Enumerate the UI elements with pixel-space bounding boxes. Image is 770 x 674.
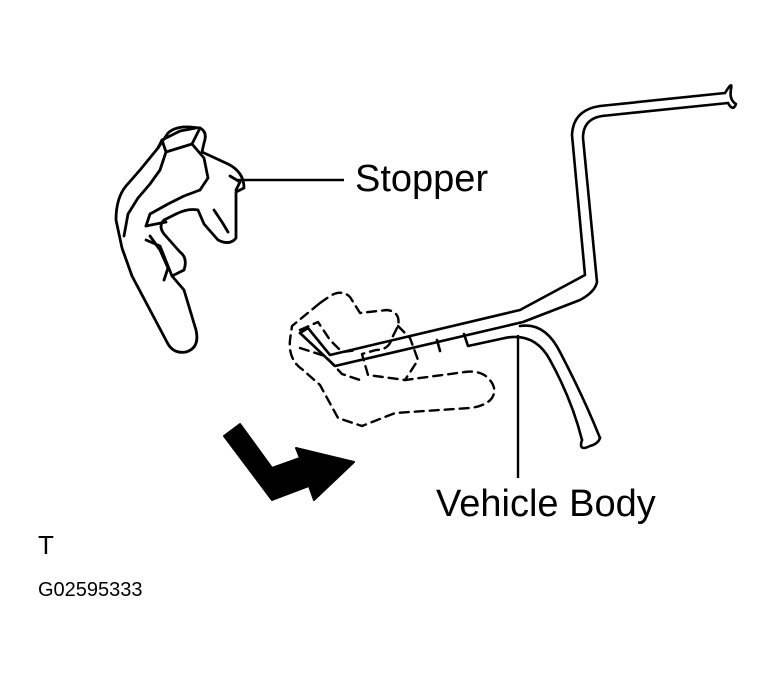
motion-arrow <box>224 424 354 500</box>
view-code-label: T <box>38 530 54 560</box>
stopper-clip <box>116 127 244 352</box>
stopper-label: Stopper <box>355 158 489 200</box>
leader-lines <box>238 180 518 478</box>
vehicle-body-bracket <box>300 85 736 448</box>
figure-id-label: G02595333 <box>38 579 143 601</box>
vehicle-body-label: Vehicle Body <box>436 483 656 525</box>
stopper-installed-dashed <box>290 293 494 426</box>
